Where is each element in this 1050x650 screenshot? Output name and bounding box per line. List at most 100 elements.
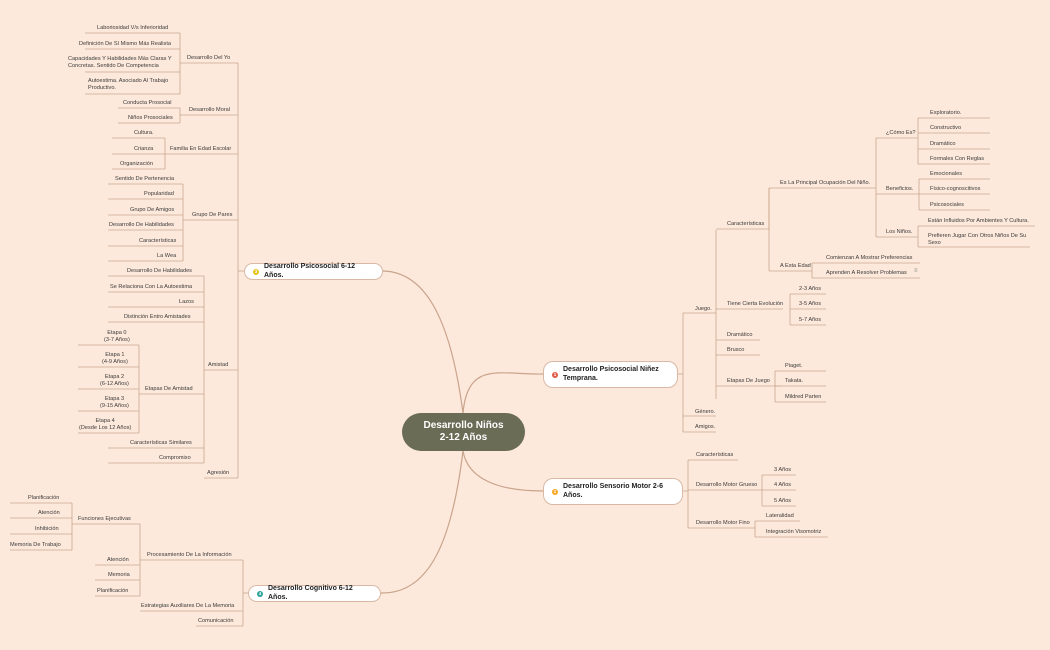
etapa-range: (3-7 Años) xyxy=(104,336,130,343)
branch-title: Desarrollo Psicosocial Niñez Temprana. xyxy=(563,366,659,382)
node-amigos[interactable]: Amigos. xyxy=(695,424,716,430)
node-estrategias[interactable]: Estrategias Auxiliares De La Memoria xyxy=(141,603,235,609)
node-grupo-pares[interactable]: Grupo De Pares xyxy=(192,212,233,218)
node-prefieren[interactable]: Prefieren Jugar Con Otros Niños De Su Se… xyxy=(928,233,1027,246)
node-emocionales[interactable]: Emocionales xyxy=(930,171,963,177)
central-title-line2: 2-12 Años xyxy=(439,432,488,443)
node-planificacion[interactable]: Planificación xyxy=(28,495,60,501)
central-title-line1: Desarrollo Niños xyxy=(423,419,504,431)
node-piaget[interactable]: Piaget. xyxy=(785,363,803,369)
node-psicosociales[interactable]: Psicosociales xyxy=(930,202,964,208)
node-integracion[interactable]: Integración Visomotriz xyxy=(766,529,822,535)
node-brusco[interactable]: Brusco xyxy=(727,347,745,353)
node-laboriosidad[interactable]: Laboriosidad V/s Inferioridad xyxy=(97,25,169,31)
node-caracteristicas[interactable]: Características xyxy=(727,221,765,227)
node-atencion[interactable]: Atención xyxy=(38,510,60,516)
etapa-range: (6-12 Años) xyxy=(100,380,129,387)
node-comienzan[interactable]: Comienzan A Mostrar Preferencias xyxy=(826,255,913,261)
node-beneficios[interactable]: Beneficios. xyxy=(886,186,914,192)
node-caracteristicas-2[interactable]: Características xyxy=(696,452,734,458)
notes-icon[interactable]: ≡ xyxy=(914,268,918,274)
node-motor-grueso[interactable]: Desarrollo Motor Grueso xyxy=(696,482,758,488)
node-caracteristicas-3[interactable]: Características xyxy=(139,238,177,244)
node-distincion[interactable]: Distinción Entro Amistades xyxy=(124,314,191,320)
node-constructivo[interactable]: Constructivo xyxy=(930,125,962,131)
node-amistad[interactable]: Amistad xyxy=(208,362,229,368)
node-autoestima[interactable]: Autoestima. Asociado Al Trabajo Producti… xyxy=(88,78,169,91)
branch-title: Desarrollo Cognitivo 6-12 Años. xyxy=(268,585,353,601)
node-agresion[interactable]: Agresión xyxy=(207,470,230,476)
node-los-ninos[interactable]: Los Niños. xyxy=(886,229,913,235)
node-etapa-3[interactable]: Etapa 3(9-15 Años) xyxy=(100,396,129,409)
node-evolucion[interactable]: Tiene Cierta Evolución xyxy=(727,301,784,307)
branch-number-badge: 4 xyxy=(257,590,263,597)
connector-curve xyxy=(462,372,544,414)
node-mildred[interactable]: Mildred Parten xyxy=(785,394,822,400)
node-dramatico-2[interactable]: Dramático xyxy=(727,332,753,338)
node-como-es[interactable]: ¿Cómo Es? xyxy=(886,130,916,136)
node-ocupacion[interactable]: Es La Principal Ocupación Del Niño. xyxy=(780,180,871,186)
node-juego[interactable]: Juego. xyxy=(695,306,712,312)
node-cultura[interactable]: Cultura. xyxy=(134,130,154,136)
node-memoria-trabajo[interactable]: Memoria De Trabajo xyxy=(10,542,61,548)
node-fisico[interactable]: Físico-cognoscitivos xyxy=(930,186,981,192)
node-grupo-amigos[interactable]: Grupo De Amigos xyxy=(130,207,175,213)
node-desarrollo-habilidades[interactable]: Desarrollo De Habilidades xyxy=(109,222,174,228)
node-5-7[interactable]: 5-7 Años xyxy=(799,317,822,323)
node-desarrollo-habilidades-2[interactable]: Desarrollo De Habilidades xyxy=(127,268,192,274)
node-influidos[interactable]: Están Influidos Por Ambientes Y Cultura. xyxy=(928,218,1029,224)
node-atencion-2[interactable]: Atención xyxy=(107,557,129,563)
node-etapas-amistad[interactable]: Etapas De Amistad xyxy=(145,386,193,392)
node-etapa-1[interactable]: Etapa 1(4-9 Años) xyxy=(102,352,128,365)
node-2-3[interactable]: 2-3 Años xyxy=(799,286,822,292)
node-exploratorio[interactable]: Exploratorio. xyxy=(930,110,962,116)
branch-psicosocial-6-12[interactable]: 3 Desarrollo Psicosocial 6-12 Años. xyxy=(244,263,383,280)
node-formales[interactable]: Formales Con Reglas xyxy=(930,156,985,162)
node-aprenden[interactable]: Aprenden A Resolver Problemas xyxy=(826,270,907,276)
node-motor-fino[interactable]: Desarrollo Motor Fino xyxy=(696,520,750,526)
etapa-name: Etapa 0 xyxy=(107,330,127,336)
node-pertenencia[interactable]: Sentido De Pertenencia xyxy=(115,176,175,182)
connector-curve xyxy=(380,450,464,594)
node-se-relaciona[interactable]: Se Relaciona Con La Autoestima xyxy=(110,284,193,290)
node-popularidad[interactable]: Popularidad xyxy=(144,191,174,197)
node-organizacion[interactable]: Organización xyxy=(120,161,153,167)
node-3-5[interactable]: 3-5 Años xyxy=(799,301,822,307)
node-inhibicion[interactable]: Inhibición xyxy=(35,526,59,532)
node-memoria[interactable]: Memoria xyxy=(108,572,130,578)
node-etapa-2[interactable]: Etapa 2(6-12 Años) xyxy=(100,374,129,387)
node-comunicacion[interactable]: Comunicación xyxy=(198,618,234,624)
node-crianza[interactable]: Crianza xyxy=(134,146,154,152)
branch-cognitivo[interactable]: 4 Desarrollo Cognitivo 6-12 Años. xyxy=(248,585,381,602)
node-ninos-prosociales[interactable]: Niños Prosociales xyxy=(128,115,173,121)
node-conducta-prosocial[interactable]: Conducta Prosocial xyxy=(123,100,172,106)
node-compromiso[interactable]: Compromiso xyxy=(159,455,191,461)
node-4-anos[interactable]: 4 Años xyxy=(774,482,792,488)
node-3-anos[interactable]: 3 Años xyxy=(774,467,792,473)
node-genero[interactable]: Género. xyxy=(695,409,716,415)
node-5-anos[interactable]: 5 Años xyxy=(774,498,792,504)
node-etapa-0[interactable]: Etapa 0(3-7 Años) xyxy=(104,330,130,343)
node-dramatico[interactable]: Dramático xyxy=(930,141,956,147)
node-capacidades[interactable]: Capacidades Y Habilidades Más Claras Y C… xyxy=(68,56,172,69)
node-funciones-ejecutivas[interactable]: Funciones Ejecutivas xyxy=(78,516,131,522)
node-a-esta-edad[interactable]: A Esta Edad xyxy=(780,263,811,269)
branch-psicosocial-temprana[interactable]: 1 Desarrollo Psicosocial Niñez Temprana. xyxy=(543,361,678,388)
node-caracteristicas-similares[interactable]: Características Similares xyxy=(130,440,192,446)
node-familia[interactable]: Familia En Edad Escolar xyxy=(170,146,232,152)
branch-number-badge: 2 xyxy=(552,488,558,495)
branch-sensorio-motor[interactable]: 2 Desarrollo Sensorio Motor 2-6 Años. xyxy=(543,478,683,505)
node-procesamiento[interactable]: Procesamiento De La Información xyxy=(147,552,232,558)
node-la-wea[interactable]: La Wea xyxy=(157,253,177,259)
node-etapas-juego[interactable]: Etapas De Juego xyxy=(727,378,770,384)
connector-curve xyxy=(462,450,544,492)
node-desarrollo-moral[interactable]: Desarrollo Moral xyxy=(189,107,231,113)
node-lazos[interactable]: Lazos xyxy=(179,299,194,305)
node-takata[interactable]: Takata. xyxy=(785,378,804,384)
node-lateralidad[interactable]: Lateralidad xyxy=(766,513,794,519)
node-definicion[interactable]: Definición De Sí Mismo Más Realista xyxy=(79,41,172,47)
node-planificacion-2[interactable]: Planificación xyxy=(97,588,129,594)
node-etapa-4[interactable]: Etapa 4(Desde Los 12 Años) xyxy=(79,418,131,431)
node-desarrollo-yo[interactable]: Desarrollo Del Yo xyxy=(187,55,231,61)
